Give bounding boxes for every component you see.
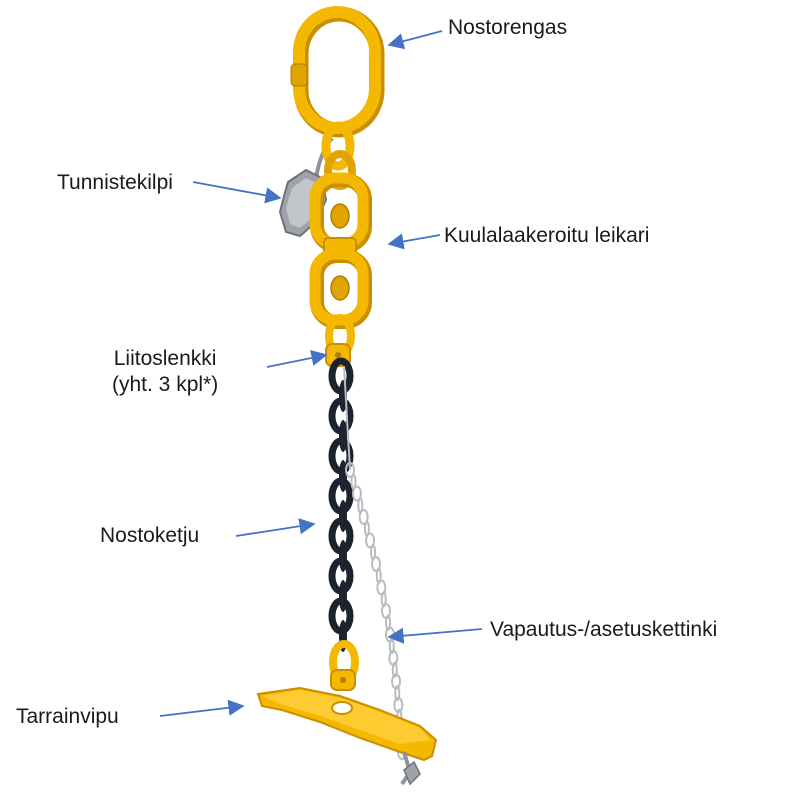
master-link: [291, 12, 377, 130]
arrow-liitoslenkki: [267, 355, 326, 367]
label-tarrainvipu: Tarrainvipu: [16, 704, 119, 730]
label-tunnistekilpi: Tunnistekilpi: [57, 170, 173, 196]
arrow-nostorengas: [389, 31, 442, 45]
swivel: [315, 178, 365, 322]
label-kuulalaakeroitu-leikari: Kuulalaakeroitu leikari: [444, 223, 649, 249]
arrow-nostoketju: [236, 524, 314, 536]
label-liitoslenkki-line1: Liitoslenkki: [112, 346, 218, 372]
main-chain: [332, 361, 350, 652]
label-nostorengas: Nostorengas: [448, 15, 567, 41]
label-nostoketju: Nostoketju: [100, 523, 199, 549]
arrow-kuulalaakeroitu-leikari: [389, 235, 440, 244]
label-liitoslenkki: Liitoslenkki (yht. 3 kpl*): [112, 346, 218, 398]
arrow-tarrainvipu: [160, 706, 243, 716]
arrow-tunnistekilpi: [193, 182, 280, 198]
gripping-lever: [258, 688, 436, 784]
arrow-vapautus-asetuskettinki: [389, 629, 482, 637]
label-vapautus-asetuskettinki: Vapautus-/asetuskettinki: [490, 617, 717, 643]
label-liitoslenkki-line2: (yht. 3 kpl*): [112, 372, 218, 398]
